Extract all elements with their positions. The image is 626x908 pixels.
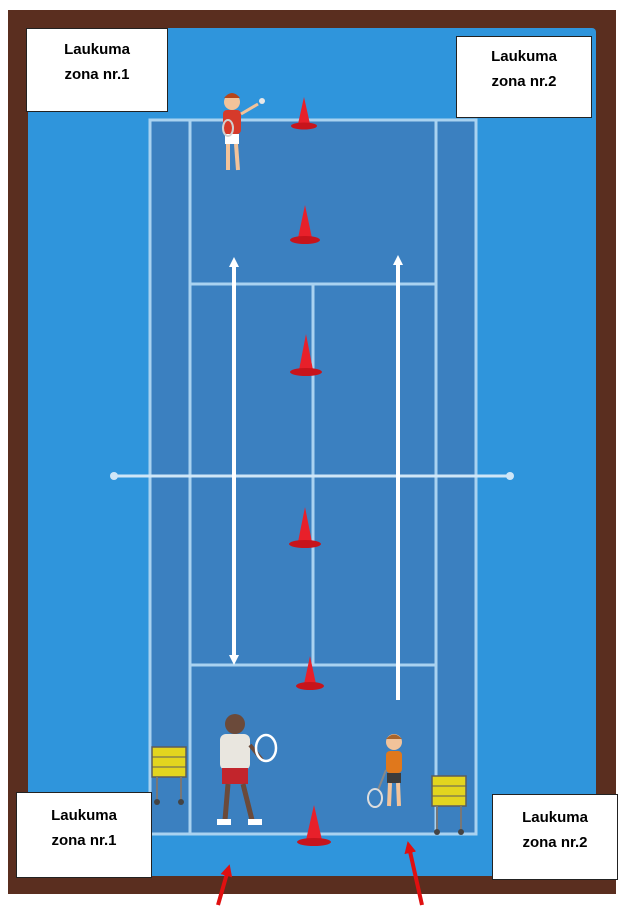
net-post-left <box>110 472 118 480</box>
cone-icon <box>291 97 317 130</box>
zone-label-line2: zona nr.1 <box>27 62 167 87</box>
zone-label-bottom-right: Laukuma zona nr.2 <box>492 794 618 880</box>
zone-label-line2: zona nr.1 <box>17 828 151 853</box>
zone-label-line1: Laukuma <box>493 805 617 830</box>
zone-label-line1: Laukuma <box>17 803 151 828</box>
zone-label-line1: Laukuma <box>27 37 167 62</box>
zone-label-bottom-left: Laukuma zona nr.1 <box>16 792 152 878</box>
zone-label-line2: zona nr.2 <box>457 69 591 94</box>
arrow-icon <box>218 870 228 905</box>
zone-label-top-right: Laukuma zona nr.2 <box>456 36 592 118</box>
zone-label-line1: Laukuma <box>457 44 591 69</box>
arrow-icon <box>409 847 422 905</box>
zone-label-top-left: Laukuma zona nr.1 <box>26 28 168 112</box>
net-post-right <box>506 472 514 480</box>
zone-label-line2: zona nr.2 <box>493 830 617 855</box>
